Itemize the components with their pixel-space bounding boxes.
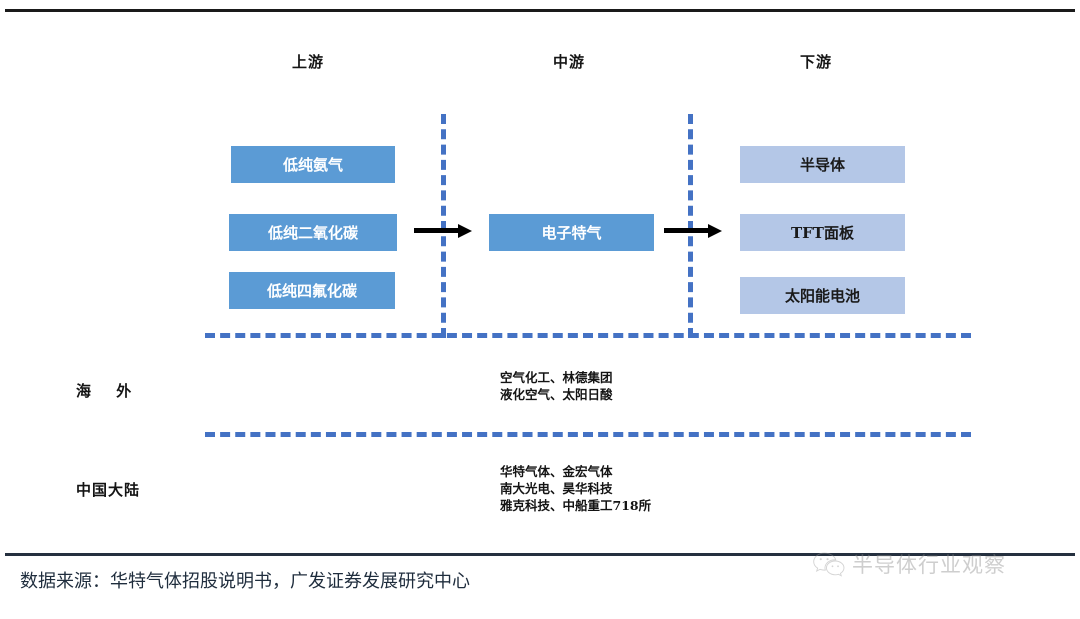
vertical-dashed-separator-2	[688, 114, 693, 338]
arrow-midstream-to-downstream-icon	[664, 224, 722, 238]
wechat-icon	[812, 551, 846, 577]
watermark: 半导体行业观察	[812, 549, 1006, 579]
column-header-downstream: 下游	[800, 53, 833, 71]
column-header-upstream: 上游	[292, 53, 325, 71]
bottom-divider-rule	[5, 553, 1075, 556]
midstream-box: 电子特气	[489, 214, 654, 251]
company-entry: 液化空气、太阳日酸	[500, 387, 613, 402]
top-divider-rule	[5, 9, 1075, 12]
arrow-head	[458, 224, 472, 238]
company-entry: 华特气体、金宏气体	[500, 464, 613, 479]
upstream-box-1: 低纯氨气	[231, 146, 395, 183]
company-entry: 雅克科技、中船重工718所	[500, 498, 652, 513]
arrow-head	[708, 224, 722, 238]
upstream-box-2: 低纯二氧化碳	[229, 214, 397, 251]
arrow-shaft	[664, 228, 710, 233]
downstream-box-2: TFT面板	[740, 214, 905, 251]
region-label-china: 中国大陆	[76, 481, 141, 499]
vertical-dashed-separator-1	[441, 114, 446, 338]
arrow-shaft	[414, 228, 460, 233]
arrow-upstream-to-midstream-icon	[414, 224, 472, 238]
source-note: 数据来源：华特气体招股说明书，广发证券发展研究中心	[20, 571, 470, 592]
region-label-overseas: 海 外	[76, 382, 142, 400]
company-list-overseas: 空气化工、林德集团 液化空气、太阳日酸	[500, 369, 613, 403]
downstream-box-1: 半导体	[740, 146, 905, 183]
horizontal-dashed-separator-2	[205, 432, 971, 437]
company-entry: 空气化工、林德集团	[500, 370, 613, 385]
column-header-midstream: 中游	[553, 53, 586, 71]
company-entry: 南大光电、昊华科技	[500, 481, 613, 496]
company-list-china: 华特气体、金宏气体 南大光电、昊华科技 雅克科技、中船重工718所	[500, 463, 651, 514]
horizontal-dashed-separator-1	[205, 333, 971, 338]
downstream-box-3: 太阳能电池	[740, 277, 905, 314]
upstream-box-3: 低纯四氟化碳	[229, 272, 395, 309]
watermark-text: 半导体行业观察	[852, 553, 1006, 577]
